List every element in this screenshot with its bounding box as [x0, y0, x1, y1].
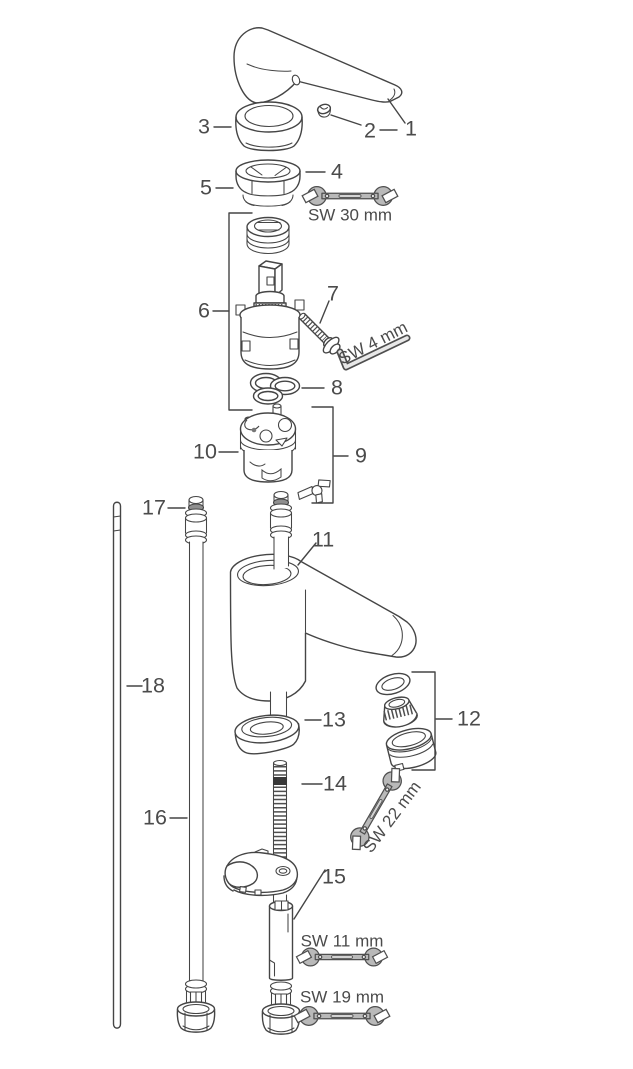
part-label-4: 4 [331, 159, 343, 184]
part-label-18: 18 [141, 673, 165, 698]
part-label-6: 6 [198, 298, 210, 323]
part-label-12: 12 [457, 706, 481, 731]
faucet-body-part [229, 553, 417, 702]
part-label-8: 8 [331, 375, 343, 400]
rod-part [112, 501, 122, 1029]
part-label-15: 15 [322, 864, 346, 889]
base-ring-part [234, 714, 300, 755]
tool-label-sw11: SW 11 mm [300, 931, 384, 951]
part-label-11: 11 [311, 527, 335, 552]
part-label-9: 9 [355, 443, 367, 468]
base-pipe [269, 691, 288, 718]
aerator-set-part [375, 671, 453, 772]
bracket-part-6 [212, 212, 253, 411]
tool-label-sw30: SW 30 mm [307, 205, 393, 225]
leader-lines-top [213, 98, 406, 189]
part-label-3: 3 [198, 114, 210, 139]
part-label-5: 5 [200, 175, 212, 200]
supply-hose-left [176, 495, 216, 1033]
part-label-10: 10 [193, 439, 217, 464]
clip-part [297, 479, 331, 504]
part-label-13: 13 [322, 707, 346, 732]
tool-label-sw19: SW 19 mm [299, 987, 385, 1007]
part-label-1: 1 [405, 116, 417, 141]
lock-nut-part [235, 159, 301, 207]
hose-part-11 [269, 490, 293, 570]
cartridge-part [235, 260, 305, 370]
trim-ring-part [235, 101, 303, 152]
set-screw-part [316, 103, 332, 118]
screw-part [298, 312, 341, 355]
part-label-17: 17 [142, 495, 166, 520]
retainer-ring-part [246, 216, 290, 255]
threaded-stud-part [272, 759, 288, 861]
handle-part [233, 27, 403, 104]
diverter-part [239, 403, 297, 483]
mounting-set-part [223, 848, 301, 1035]
part-label-16: 16 [143, 805, 167, 830]
leader-lines-bottom [126, 507, 317, 819]
part-label-7: 7 [327, 281, 339, 306]
o-ring-set-part [249, 372, 301, 405]
part-label-2: 2 [364, 118, 376, 143]
bracket-part-9 [311, 406, 349, 504]
hex-key-icon [336, 334, 411, 371]
part-label-14: 14 [323, 771, 347, 796]
